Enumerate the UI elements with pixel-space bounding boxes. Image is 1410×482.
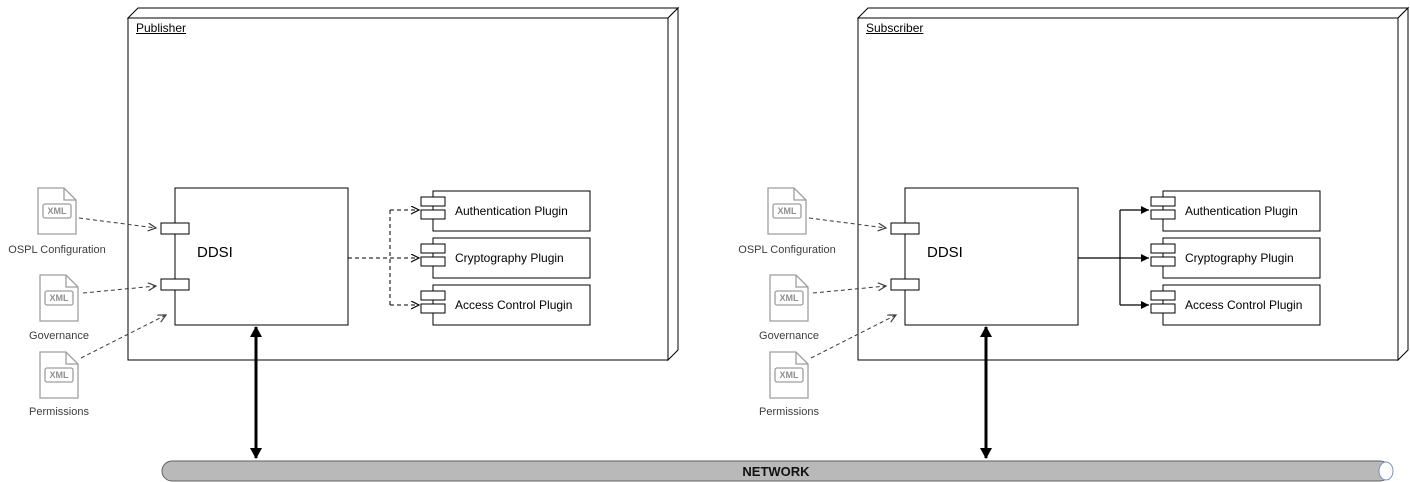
xml-file-icon-publisher-governance xyxy=(39,274,79,322)
subscriber-permissions-xml-badge: XML xyxy=(779,370,799,380)
subscriber-ddsi-component xyxy=(890,187,1079,326)
publisher-plugin-cryptography-label: Cryptography Plugin xyxy=(455,251,564,265)
xml-file-icon-publisher-ospl xyxy=(37,187,77,235)
subscriber-permissions-label: Permissions xyxy=(759,406,819,418)
network-label: NETWORK xyxy=(742,464,810,479)
subscriber-plugin-connectors xyxy=(1078,206,1149,309)
subscriber-ddsi-port-2 xyxy=(890,278,920,291)
publisher-plugin-authentication-label: Authentication Plugin xyxy=(455,204,568,218)
publisher-node-label: Publisher xyxy=(136,21,187,35)
publisher-permissions-label: Permissions xyxy=(29,406,89,418)
xml-file-icon-subscriber-permissions xyxy=(769,351,809,399)
subscriber-ospl-config-label: OSPL Configuration xyxy=(738,244,836,256)
publisher-governance-label: Governance xyxy=(29,330,89,342)
xml-file-icon-subscriber-governance xyxy=(769,274,809,322)
publisher-ddsi-port-1 xyxy=(160,222,190,235)
subscriber-governance-xml-badge: XML xyxy=(779,293,799,303)
subscriber-plugin-authentication-shape xyxy=(1150,190,1321,232)
publisher-plugin-cryptography-shape xyxy=(420,237,591,279)
publisher-ospl-xml-badge: XML xyxy=(47,206,67,216)
subscriber-plugin-cryptography-shape xyxy=(1150,237,1321,279)
subscriber-ospl-xml-badge: XML xyxy=(777,206,797,216)
publisher-plugin-connectors xyxy=(348,210,419,305)
publisher-ddsi-component xyxy=(160,187,349,326)
publisher-plugin-authentication-shape xyxy=(420,190,591,232)
subscriber-plugin-access-control-shape xyxy=(1150,284,1321,326)
network-bus xyxy=(161,460,1394,482)
publisher-permissions-xml-badge: XML xyxy=(49,370,69,380)
subscriber-plugin-access-control-label: Access Control Plugin xyxy=(1185,298,1303,312)
subscriber-governance-label: Governance xyxy=(759,330,819,342)
publisher-ospl-config-label: OSPL Configuration xyxy=(8,244,106,256)
publisher-plugin-access-control-label: Access Control Plugin xyxy=(455,298,573,312)
publisher-ddsi-label: DDSI xyxy=(197,244,233,261)
subscriber-node-label: Subscriber xyxy=(866,21,924,35)
subscriber-ddsi-label: DDSI xyxy=(927,244,963,261)
subscriber-config-connectors xyxy=(808,217,896,359)
xml-file-icon-publisher-permissions xyxy=(39,351,79,399)
publisher-governance-xml-badge: XML xyxy=(49,293,69,303)
subscriber-ddsi-port-1 xyxy=(890,222,920,235)
subscriber-plugin-authentication-label: Authentication Plugin xyxy=(1185,204,1298,218)
publisher-plugin-access-control-shape xyxy=(420,284,591,326)
xml-file-icon-subscriber-ospl xyxy=(767,187,807,235)
publisher-ddsi-port-2 xyxy=(160,278,190,291)
subscriber-plugin-cryptography-label: Cryptography Plugin xyxy=(1185,251,1294,265)
publisher-config-connectors xyxy=(78,217,166,359)
